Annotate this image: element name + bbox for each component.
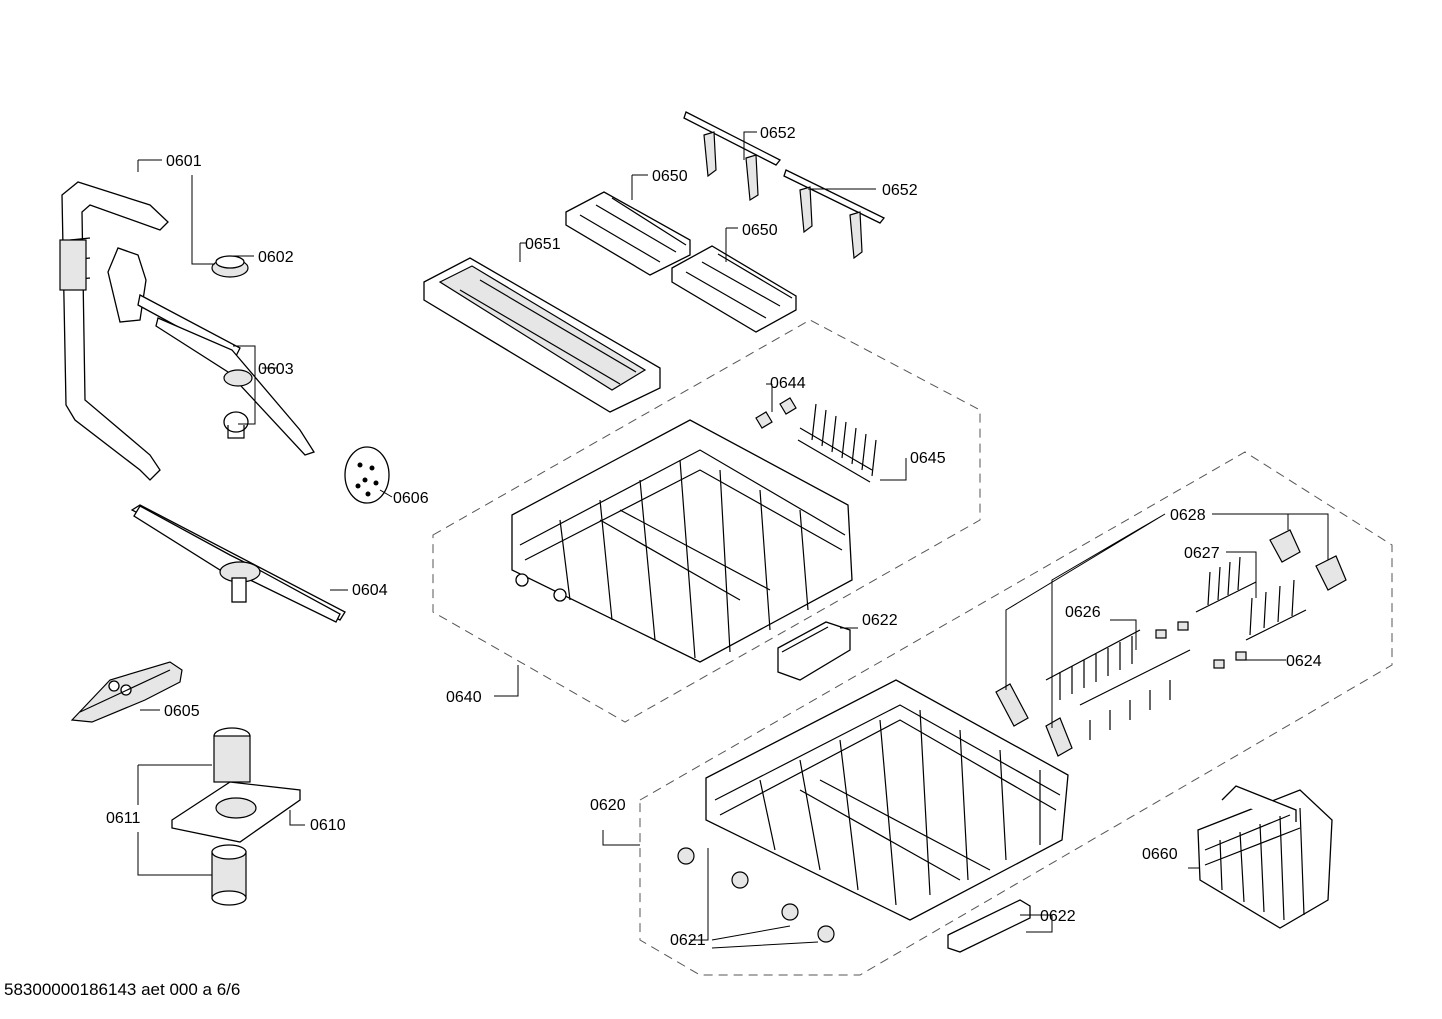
leader-lines [137, 131, 1329, 949]
label-0604: 0604 [352, 582, 388, 599]
upper-spray-arm [107, 247, 315, 456]
label-0650-a: 0650 [652, 168, 688, 185]
rack-clips [1155, 621, 1247, 669]
label-0628: 0628 [1170, 507, 1206, 524]
document-id-footer: 58300000186143 aet 000 a 6/6 [4, 980, 241, 999]
label-0624: 0624 [1286, 653, 1322, 670]
label-0620: 0620 [590, 797, 626, 814]
part-labels: 0601 0602 0603 0606 0604 0605 0611 0610 … [106, 125, 1322, 949]
label-0644: 0644 [770, 375, 806, 392]
spray-arm-cap [344, 446, 390, 504]
pipe-clip [211, 255, 249, 278]
microfilter-cover [70, 661, 183, 723]
cup-rack-insert [797, 403, 877, 483]
basket-wheels [677, 847, 835, 943]
label-0603: 0603 [258, 361, 294, 378]
label-0626: 0626 [1065, 604, 1101, 621]
upper-basket-handle [777, 621, 851, 681]
upper-basket [511, 419, 853, 663]
cutlery-basket [1197, 785, 1333, 929]
cutlery-tray [423, 257, 661, 413]
label-0645: 0645 [910, 450, 946, 467]
knife-shelf-rack-1 [565, 191, 691, 276]
label-0621: 0621 [670, 932, 706, 949]
label-0651: 0651 [525, 236, 561, 253]
lower-spray-arm [130, 504, 346, 623]
lower-basket-group-outline [639, 451, 1393, 976]
label-0606: 0606 [393, 490, 429, 507]
label-0611: 0611 [106, 810, 141, 827]
lower-basket-handle [947, 899, 1031, 953]
spray-arm-supply-pipe [59, 181, 169, 481]
lower-basket [705, 679, 1069, 921]
upper-basket-group-outline [432, 319, 981, 723]
label-0652-b: 0652 [882, 182, 918, 199]
label-0640: 0640 [446, 689, 482, 706]
cup-shelf-clip-rail-2 [783, 169, 886, 260]
label-0610: 0610 [310, 817, 346, 834]
label-0605: 0605 [164, 703, 200, 720]
label-0627: 0627 [1184, 545, 1220, 562]
filter-assembly [171, 727, 301, 906]
label-0650-b: 0650 [742, 222, 778, 239]
label-0660: 0660 [1142, 846, 1178, 863]
label-0602: 0602 [258, 249, 294, 266]
plate-rack-folding [1045, 629, 1191, 740]
label-0622-b: 0622 [1040, 908, 1076, 925]
tine-rows [1195, 556, 1307, 641]
knife-shelf-rack-2 [671, 245, 797, 333]
rack-mounting-brackets [1269, 529, 1347, 591]
label-0622-a: 0622 [862, 612, 898, 629]
label-0601: 0601 [166, 153, 202, 170]
label-0652-a: 0652 [760, 125, 796, 142]
height-adjust-clips [755, 397, 797, 429]
cup-shelf-clip-rail-1 [683, 111, 782, 202]
